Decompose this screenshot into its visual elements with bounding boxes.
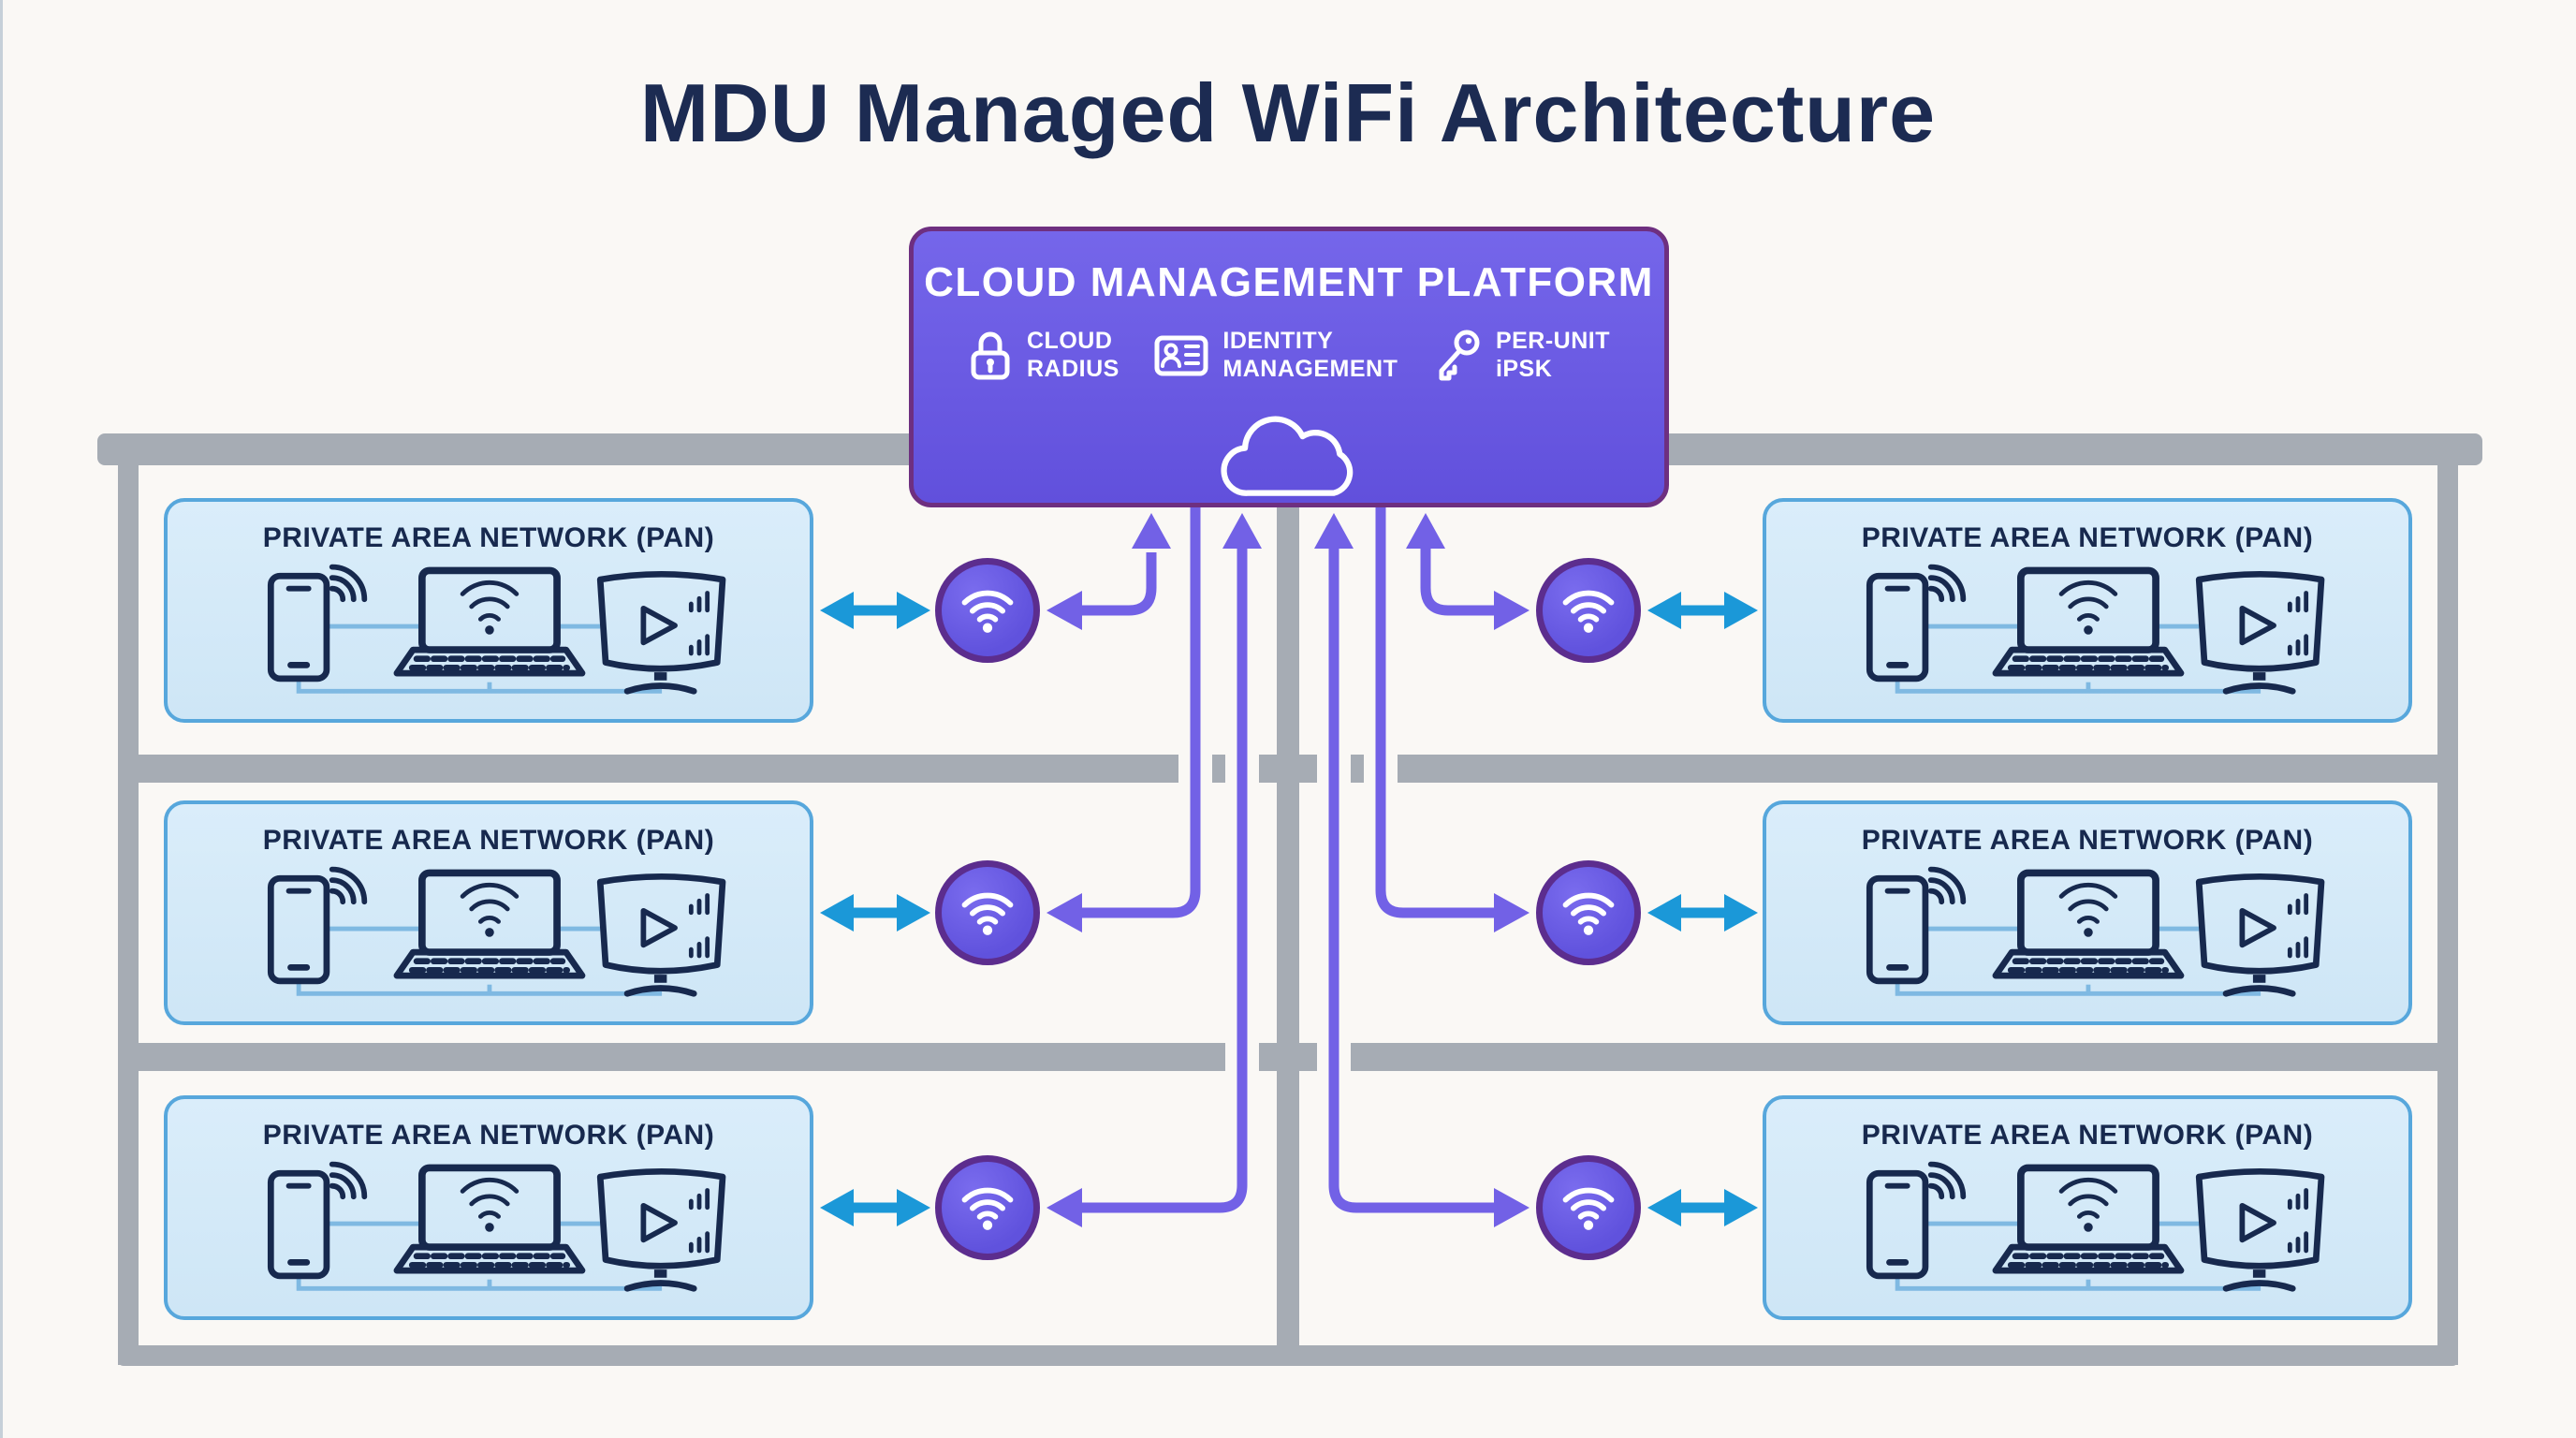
wifi-icon: [1558, 1181, 1619, 1235]
pan-title: PRIVATE AREA NETWORK (PAN): [1861, 825, 2314, 856]
pan-unit-left-3: PRIVATE AREA NETWORK (PAN): [164, 1095, 813, 1320]
wifi-icon: [957, 583, 1018, 638]
wifi-access-point-right-1: [1536, 558, 1641, 663]
pan-unit-right-1: PRIVATE AREA NETWORK (PAN): [1763, 498, 2412, 723]
device-cluster: [1835, 558, 2340, 698]
feature-label-line: PER-UNIT: [1495, 328, 1610, 354]
pan-unit-right-2: PRIVATE AREA NETWORK (PAN): [1763, 800, 2412, 1025]
pan-ap-arrow-right-2: [1647, 894, 1758, 932]
page-edge-line: [0, 0, 3, 1438]
pan-unit-left-1: PRIVATE AREA NETWORK (PAN): [164, 498, 813, 723]
floor-slab-1: [139, 755, 2437, 783]
cloud-management-platform-box: CLOUD MANAGEMENT PLATFORM CLOUD RADIUS I…: [909, 227, 1669, 507]
building-wall-right: [2437, 451, 2458, 1365]
wifi-icon: [957, 886, 1018, 940]
pan-unit-right-3: PRIVATE AREA NETWORK (PAN): [1763, 1095, 2412, 1320]
feature-identity-management: IDENTITY MANAGEMENT: [1154, 327, 1398, 383]
uplink-right-2: [1375, 506, 1530, 932]
floor-slab-2: [139, 1043, 2437, 1071]
wifi-access-point-left-1: [935, 558, 1040, 663]
pan-ap-arrow-right-1: [1647, 592, 1758, 629]
building-wall-left: [118, 451, 139, 1365]
device-cluster: [236, 1155, 741, 1296]
pan-title: PRIVATE AREA NETWORK (PAN): [1861, 1120, 2314, 1151]
building-wall-center: [1277, 465, 1299, 1346]
cloud-platform-features: CLOUD RADIUS IDENTITY MANAGEMENT PER-UNI…: [914, 327, 1664, 383]
pan-unit-left-2: PRIVATE AREA NETWORK (PAN): [164, 800, 813, 1025]
building-base: [118, 1345, 2458, 1366]
pan-title: PRIVATE AREA NETWORK (PAN): [1861, 522, 2314, 553]
uplink-right-1: [1406, 513, 1530, 630]
pan-ap-arrow-left-3: [820, 1189, 930, 1226]
pan-ap-arrow-right-3: [1647, 1189, 1758, 1226]
pan-title: PRIVATE AREA NETWORK (PAN): [262, 825, 715, 856]
wifi-icon: [957, 1181, 1018, 1235]
feature-label-line: RADIUS: [1027, 356, 1120, 382]
key-icon: [1433, 329, 1482, 381]
uplink-left-2: [1046, 506, 1201, 932]
cloud-platform-title: CLOUD MANAGEMENT PLATFORM: [924, 259, 1654, 305]
cloud-icon: [1209, 411, 1368, 501]
feature-label-line: CLOUD: [1027, 328, 1113, 354]
page-title: MDU Managed WiFi Architecture: [639, 66, 1937, 159]
feature-label-line: iPSK: [1495, 356, 1553, 382]
pan-ap-arrow-left-1: [820, 592, 930, 629]
uplink-right-3: [1314, 513, 1530, 1227]
wifi-icon: [1558, 886, 1619, 940]
wifi-access-point-left-2: [935, 860, 1040, 965]
device-cluster: [1835, 860, 2340, 1001]
lock-icon: [968, 329, 1013, 381]
device-cluster: [236, 558, 741, 698]
feature-label-line: MANAGEMENT: [1222, 356, 1398, 382]
wifi-access-point-left-3: [935, 1155, 1040, 1260]
feature-label-line: IDENTITY: [1222, 328, 1334, 354]
wifi-access-point-right-2: [1536, 860, 1641, 965]
pan-ap-arrow-left-2: [820, 894, 930, 932]
device-cluster: [1835, 1155, 2340, 1296]
uplink-left-1: [1046, 513, 1171, 630]
device-cluster: [236, 860, 741, 1001]
feature-cloud-radius: CLOUD RADIUS: [968, 327, 1120, 383]
uplink-left-3: [1046, 513, 1262, 1227]
pan-title: PRIVATE AREA NETWORK (PAN): [262, 522, 715, 553]
id-card-icon: [1154, 332, 1208, 377]
wifi-icon: [1558, 583, 1619, 638]
wifi-access-point-right-3: [1536, 1155, 1641, 1260]
feature-per-unit-ipsk: PER-UNIT iPSK: [1433, 327, 1610, 383]
pan-title: PRIVATE AREA NETWORK (PAN): [262, 1120, 715, 1151]
